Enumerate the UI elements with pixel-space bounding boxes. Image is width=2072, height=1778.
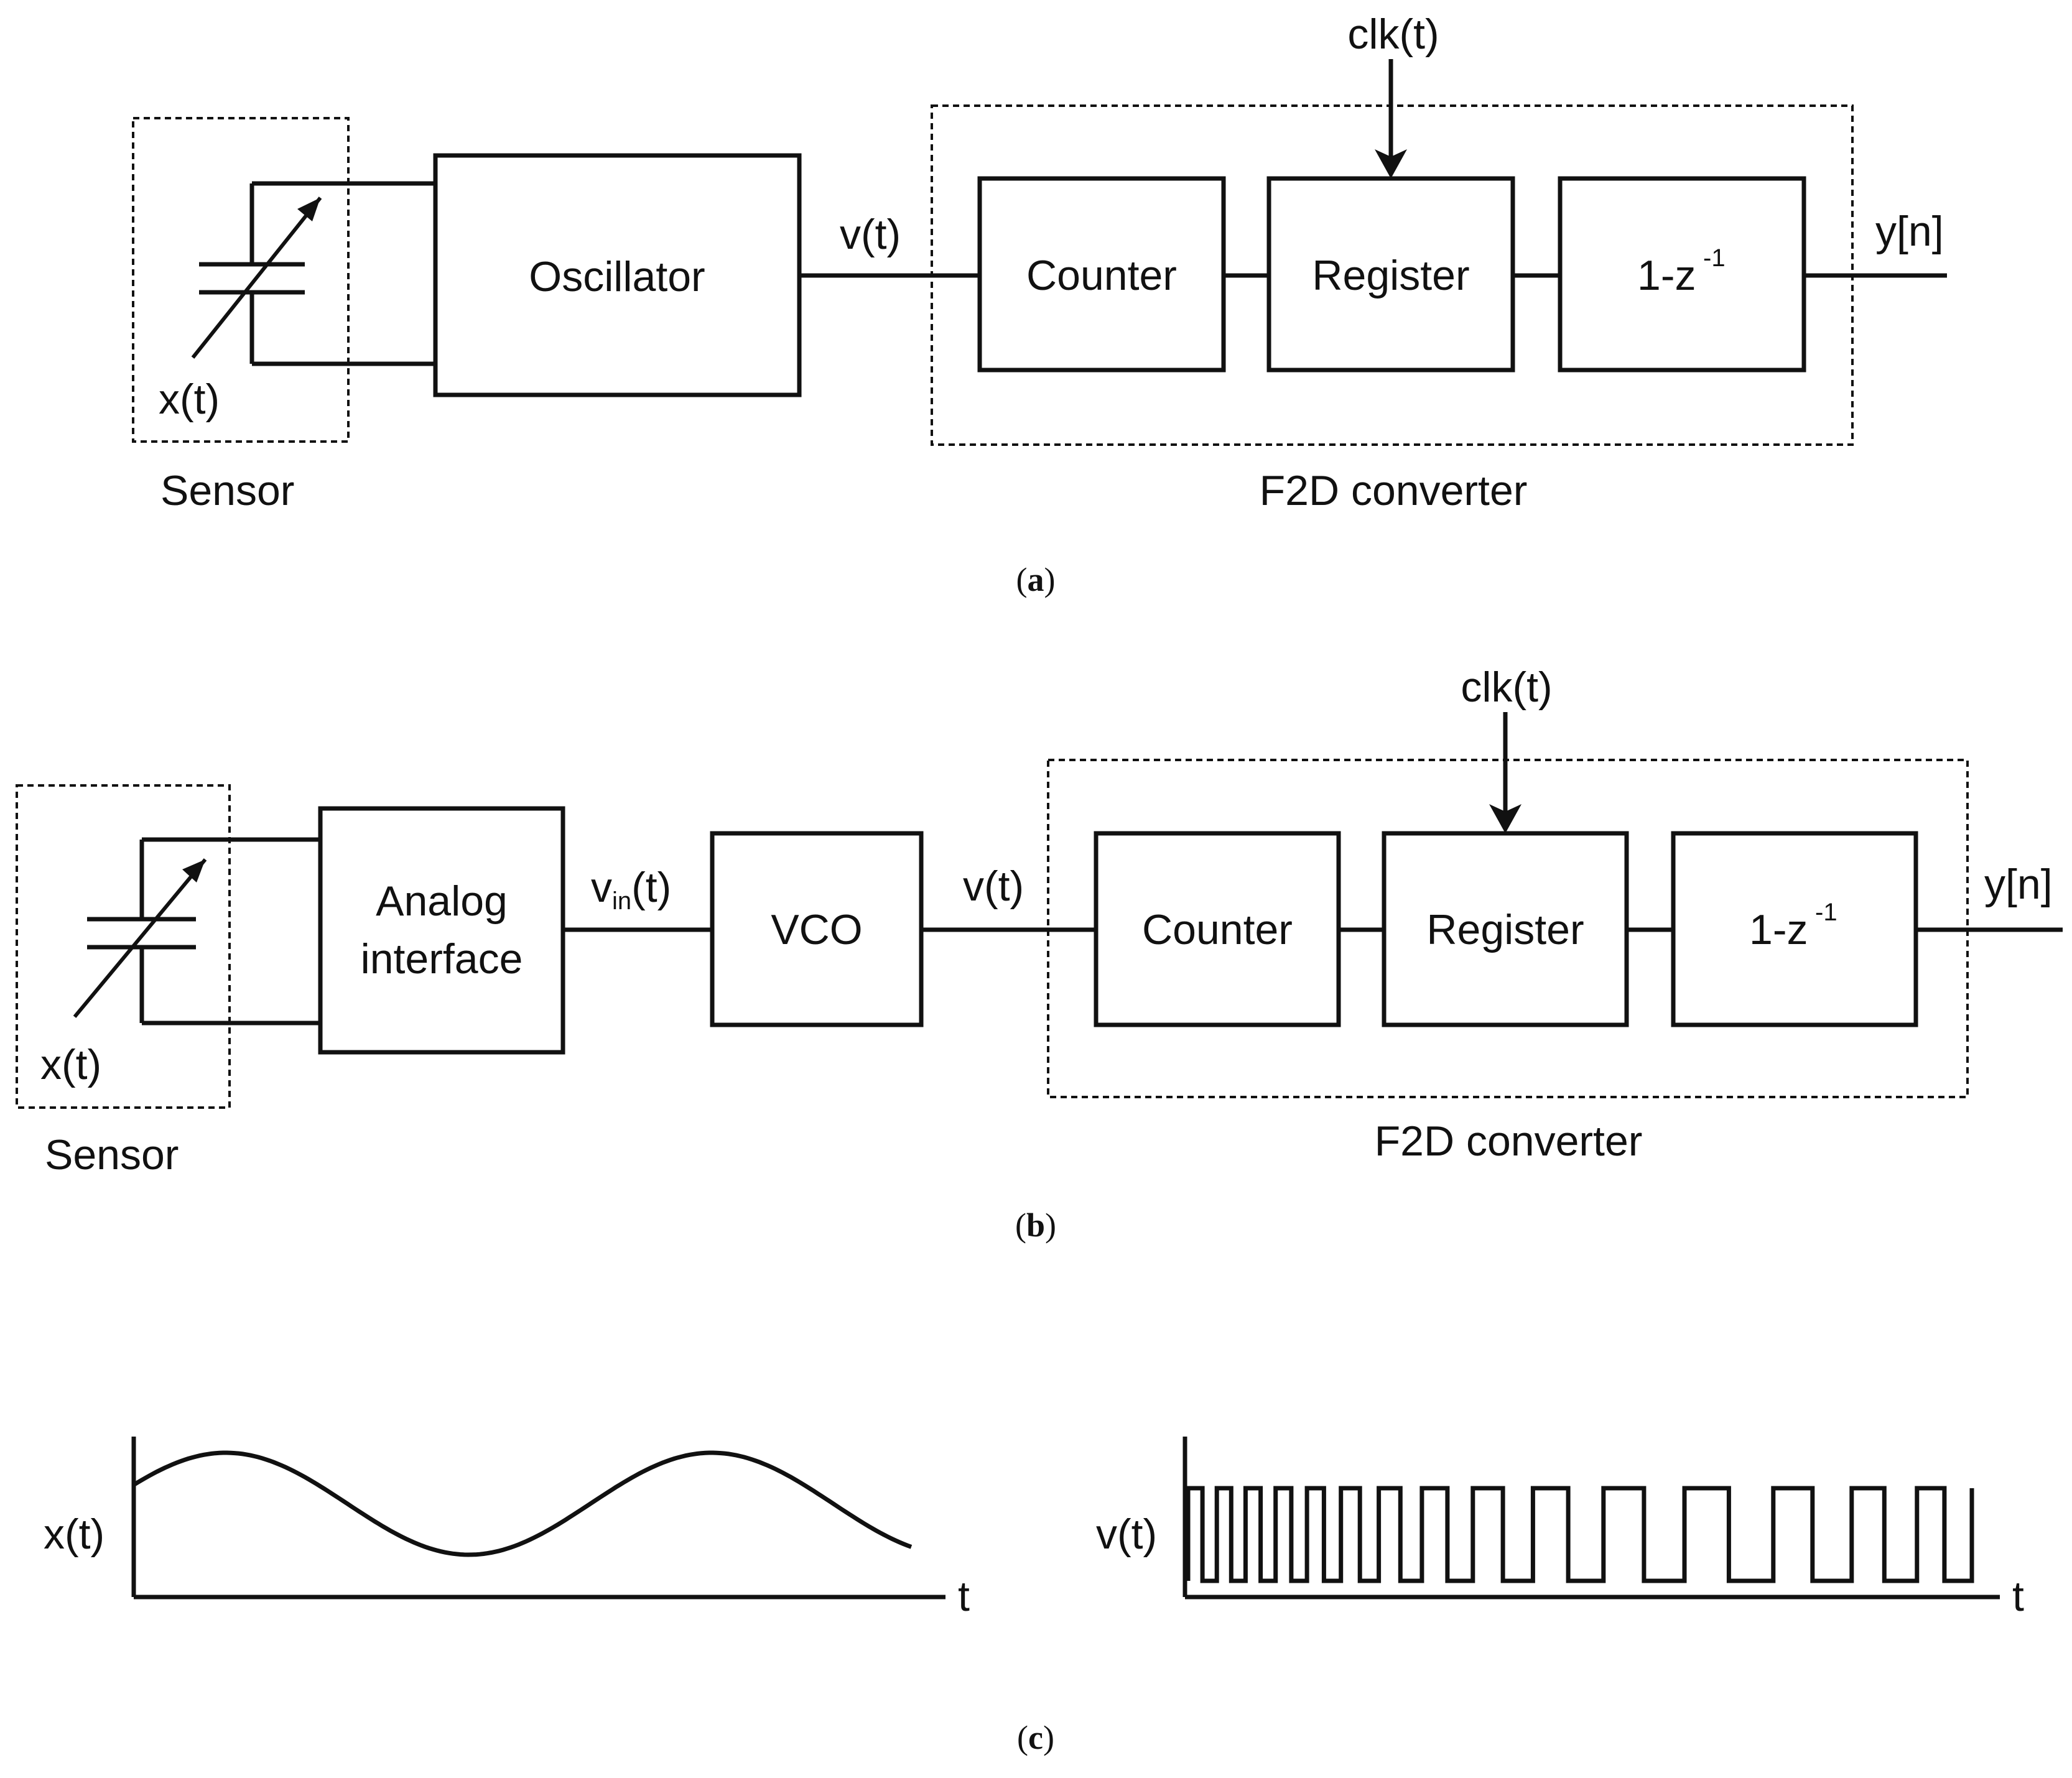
analog-interface-block — [318, 806, 565, 1055]
differentiator-base: 1-z — [1749, 906, 1808, 953]
register-label: Register — [1312, 252, 1469, 299]
clock-arrowhead-icon — [1375, 149, 1407, 178]
clock-label: clk(t) — [1347, 11, 1439, 58]
vt-xlabel: t — [2012, 1573, 2024, 1620]
panel-a: x(t) Sensor Oscillator v(t) F2D converte… — [132, 11, 1947, 598]
vt-ylabel: v(t) — [1096, 1511, 1157, 1558]
clock-label: clk(t) — [1461, 664, 1552, 711]
panel-c: x(t) t v(t) t (c) — [44, 1437, 2024, 1756]
vt-plot: v(t) t — [1096, 1437, 2024, 1620]
caption-a: (a) — [1016, 561, 1056, 598]
differentiator-exponent: -1 — [1703, 244, 1726, 272]
sensor-input-label: x(t) — [159, 376, 220, 423]
oscillator-label: Oscillator — [529, 253, 705, 300]
panel-b: x(t) Sensor Analog interface vin(t) VCO … — [16, 664, 2063, 1244]
vt-waveform — [1186, 1486, 1974, 1583]
sensor-label: Sensor — [45, 1131, 179, 1178]
signal-v-label: v(t) — [840, 211, 901, 258]
sensor-box-b — [16, 784, 231, 1109]
differentiator-exponent: -1 — [1815, 899, 1837, 926]
signal-v-label: v(t) — [963, 863, 1024, 910]
register-label: Register — [1426, 906, 1584, 953]
differentiator-base: 1-z — [1637, 252, 1696, 299]
counter-label: Counter — [1026, 252, 1177, 299]
xt-waveform — [132, 1450, 913, 1557]
counter-label: Counter — [1142, 906, 1293, 953]
sensor-input-label: x(t) — [40, 1041, 101, 1088]
caption-c: (c) — [1017, 1719, 1054, 1756]
vco-label: VCO — [771, 906, 862, 953]
caption-b: (b) — [1015, 1206, 1056, 1244]
sensor-box-a — [132, 117, 350, 443]
vin-label: vin(t) — [591, 864, 671, 915]
sensor-label: Sensor — [160, 467, 294, 514]
analog-interface-line2: interface — [361, 935, 523, 983]
xt-xlabel: t — [958, 1573, 970, 1620]
f2d-label: F2D converter — [1375, 1118, 1643, 1165]
xt-plot: x(t) t — [44, 1437, 970, 1620]
output-label: y[n] — [1984, 861, 2053, 908]
variable-capacitor-icon — [73, 840, 207, 1023]
variable-capacitor-icon — [191, 183, 322, 364]
analog-interface-line1: Analog — [376, 877, 508, 925]
xt-ylabel: x(t) — [44, 1511, 105, 1558]
clock-arrowhead-icon — [1489, 804, 1521, 833]
output-label: y[n] — [1875, 208, 1944, 255]
f2d-box-b — [1047, 759, 1969, 1098]
f2d-label: F2D converter — [1260, 467, 1528, 514]
